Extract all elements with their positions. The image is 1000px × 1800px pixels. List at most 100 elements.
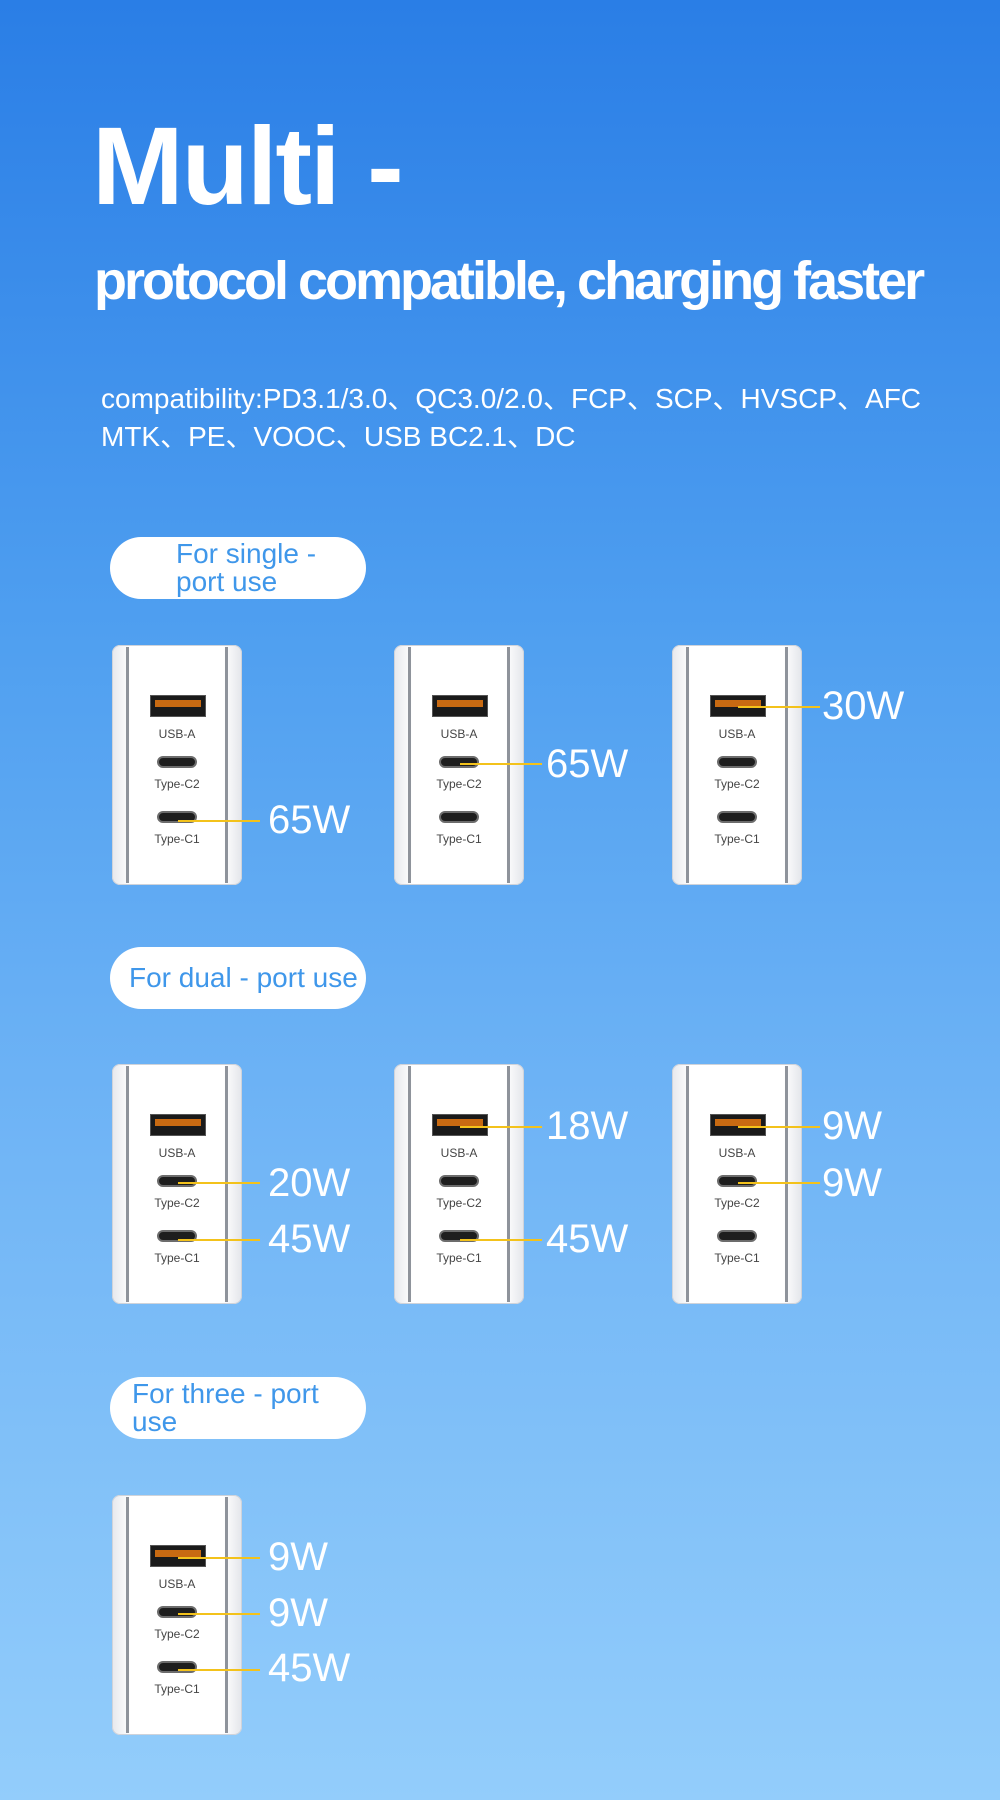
type-c1-label: Type-C1 [154,1251,200,1265]
usb-a-port [150,1114,206,1136]
wattage-label: 45W [268,1646,351,1690]
usb-a-port [432,1114,488,1136]
usb-a-port [150,1545,206,1567]
usb-a-label: USB-A [158,727,196,741]
type-c2-port [717,1175,757,1187]
usb-a-tongue [715,1119,761,1126]
type-c2-port [157,1175,197,1187]
wattage-label: 65W [546,742,629,786]
charger-edge [225,647,228,883]
usb-a-tongue [155,1550,201,1557]
type-c2-port [439,1175,479,1187]
usb-a-label: USB-A [158,1146,196,1160]
type-c2-label: Type-C2 [154,1627,200,1641]
charger-edge [785,647,788,883]
type-c2-port [439,756,479,768]
leader-line [178,1557,260,1559]
usb-a-tongue [437,1119,483,1126]
leader-line [178,1669,260,1671]
type-c1-label: Type-C1 [436,1251,482,1265]
charger-edge [686,647,689,883]
type-c2-label: Type-C2 [436,1196,482,1210]
usb-a-label: USB-A [158,1577,196,1591]
charger-three-port: USB-A Type-C2 Type-C1 [112,1495,242,1735]
wattage-label: 65W [268,798,351,842]
type-c2-label: Type-C2 [154,1196,200,1210]
charger-edge [408,647,411,883]
three-port-label-text: For three - port use [132,1378,319,1437]
leader-line [178,1613,260,1615]
charger-edge [507,647,510,883]
leader-line [178,1239,260,1241]
page-subtitle: protocol compatible, charging faster [94,251,925,311]
type-c2-label: Type-C2 [154,777,200,791]
type-c2-port [157,1606,197,1618]
usb-a-label: USB-A [440,1146,478,1160]
usb-a-tongue [437,700,483,707]
leader-line [738,1126,820,1128]
usb-a-tongue [715,700,761,707]
charger-edge [686,1066,689,1302]
type-c2-port [717,756,757,768]
type-c1-label: Type-C1 [714,1251,760,1265]
leader-line [460,1126,542,1128]
usb-a-port [710,1114,766,1136]
charger-edge [408,1066,411,1302]
single-port-label: For single - port use [110,537,366,599]
leader-line [460,1239,542,1241]
leader-line [178,1182,260,1184]
single-port-label-line-1: For single - [176,538,317,569]
charger-edge [126,1066,129,1302]
wattage-label: 20W [268,1161,351,1205]
three-port-label: For three - port use [110,1377,366,1439]
leader-line [738,706,820,708]
type-c2-label: Type-C2 [436,777,482,791]
usb-a-tongue [155,700,201,707]
type-c1-port [717,811,757,823]
charger-edge [126,1497,129,1733]
charger-single-c2: USB-A Type-C2 Type-C1 [394,645,524,885]
usb-a-label: USB-A [718,1146,756,1160]
usb-a-label: USB-A [718,727,756,741]
type-c2-port [157,756,197,768]
type-c1-port [439,811,479,823]
type-c1-label: Type-C1 [154,1682,200,1696]
compatibility-line-2: MTK、PE、VOOC、USB BC2.1、DC [101,421,576,452]
wattage-label: 9W [822,1161,882,1205]
type-c1-label: Type-C1 [154,832,200,846]
type-c1-label: Type-C1 [436,832,482,846]
charger-edge [507,1066,510,1302]
wattage-label: 45W [268,1217,351,1261]
dual-port-label-text: For dual - port use [129,962,358,993]
type-c2-label: Type-C2 [714,1196,760,1210]
wattage-label: 9W [822,1104,882,1148]
wattage-label: 30W [822,684,905,728]
wattage-label: 45W [546,1217,629,1261]
usb-a-tongue [155,1119,201,1126]
wattage-label: 18W [546,1104,629,1148]
charger-edge [785,1066,788,1302]
usb-a-label: USB-A [440,727,478,741]
type-c2-label: Type-C2 [714,777,760,791]
usb-a-port [432,695,488,717]
leader-line [738,1182,820,1184]
type-c1-port [717,1230,757,1242]
type-c1-port [157,1661,197,1673]
compatibility-text: compatibility:PD3.1/3.0、QC3.0/2.0、FCP、SC… [101,380,931,456]
compatibility-line-1: compatibility:PD3.1/3.0、QC3.0/2.0、FCP、SC… [101,383,922,414]
charger-single-c1: USB-A Type-C2 Type-C1 [112,645,242,885]
charger-dual-c2-c1: USB-A Type-C2 Type-C1 [112,1064,242,1304]
charger-dual-usb-a-c2: USB-A Type-C2 Type-C1 [672,1064,802,1304]
usb-a-port [150,695,206,717]
charger-edge [225,1497,228,1733]
wattage-label: 9W [268,1535,328,1579]
wattage-label: 9W [268,1591,328,1635]
leader-line [178,820,260,822]
page-title: Multi - [92,105,404,228]
charger-dual-usb-a-c1: USB-A Type-C2 Type-C1 [394,1064,524,1304]
single-port-label-line-2: port use [176,566,278,597]
dual-port-label: For dual - port use [110,947,366,1009]
type-c1-label: Type-C1 [714,832,760,846]
charger-edge [126,647,129,883]
charger-single-usb-a: USB-A Type-C2 Type-C1 [672,645,802,885]
